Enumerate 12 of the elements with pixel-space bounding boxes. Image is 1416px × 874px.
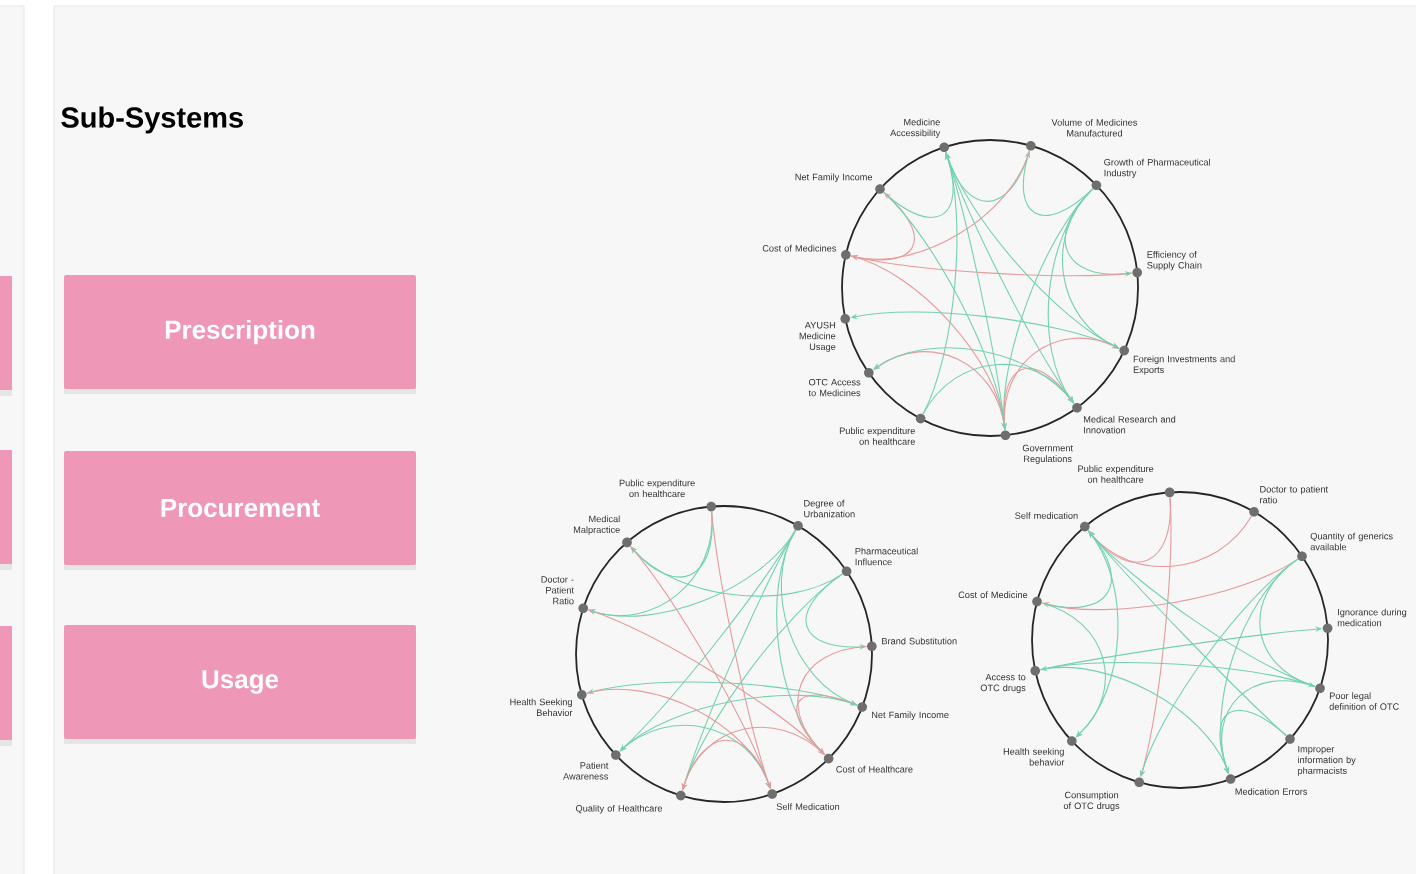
arrow <box>1042 558 1299 611</box>
button: Usage <box>64 625 416 744</box>
arrow <box>630 546 843 597</box>
title: Sub-Systems <box>61 106 243 134</box>
arrow <box>797 645 868 755</box>
button: Procurement <box>64 451 416 570</box>
arrow <box>587 609 825 755</box>
button: Prescription <box>64 275 416 394</box>
arrow <box>850 192 915 261</box>
arrow <box>681 739 771 792</box>
arrow <box>873 347 1075 405</box>
arrow <box>883 191 1007 430</box>
